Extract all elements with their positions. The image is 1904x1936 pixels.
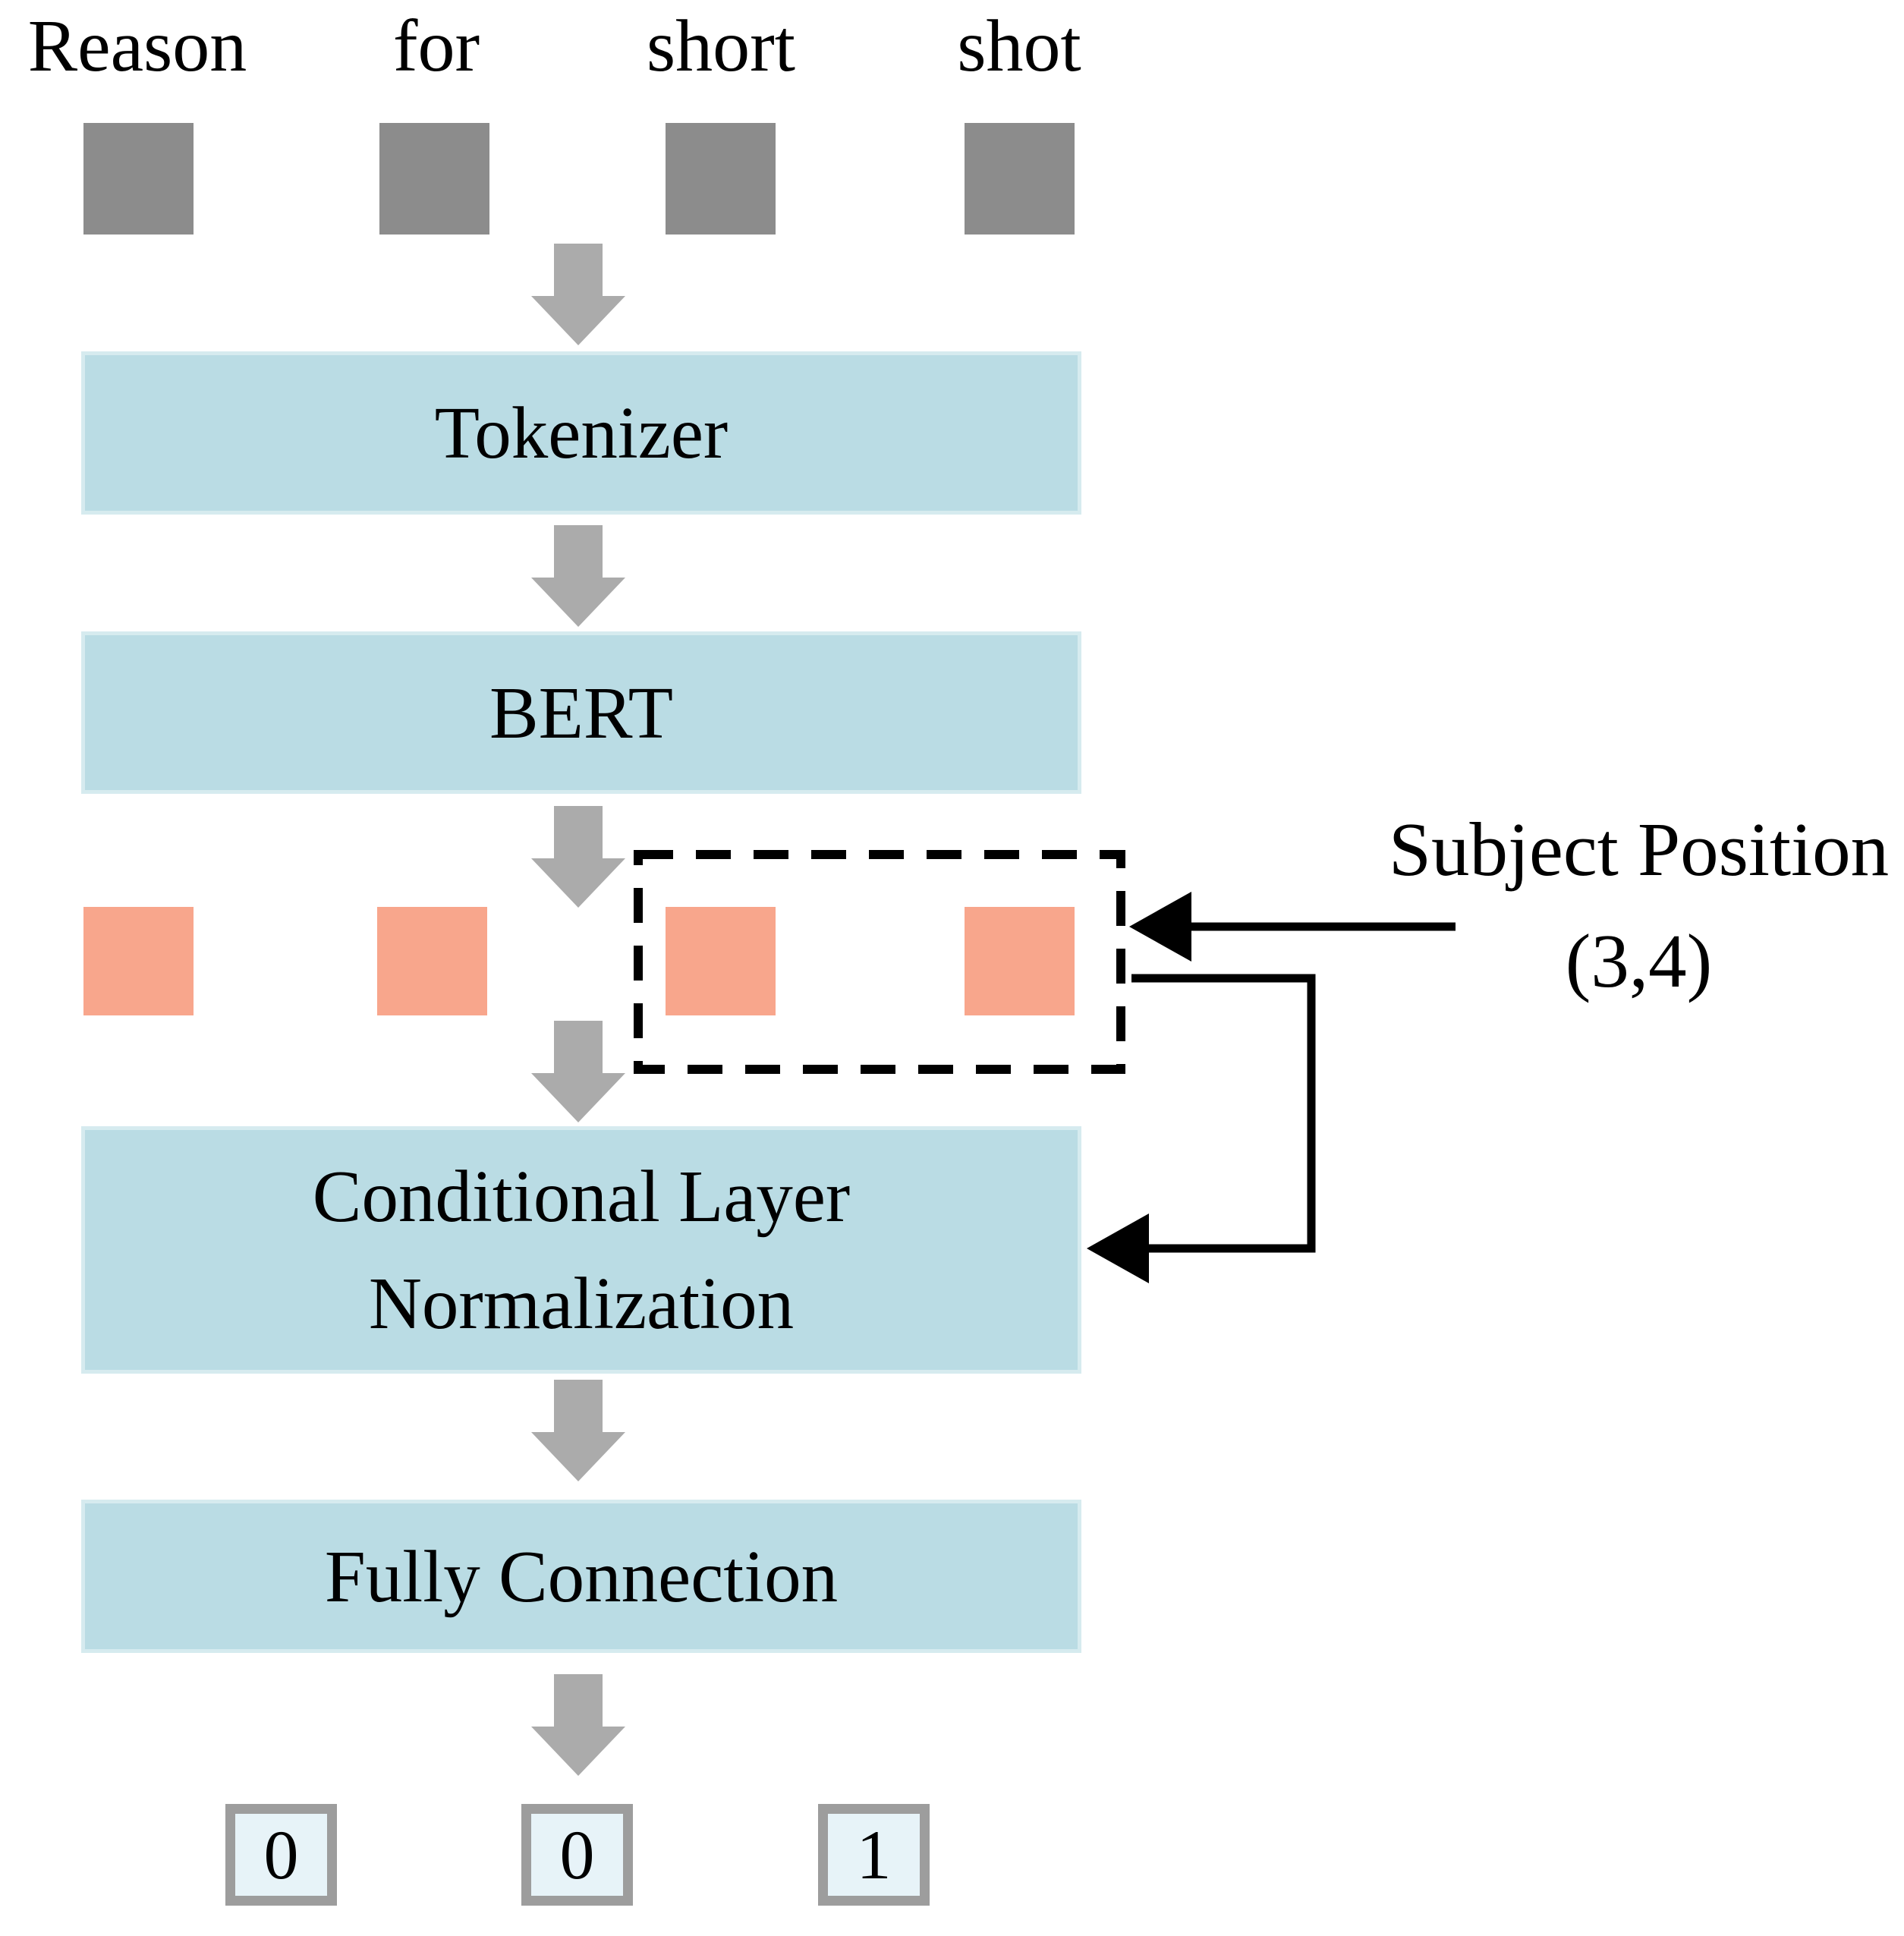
output-box: 1 <box>818 1804 930 1906</box>
arrowhead-left-icon <box>1087 1214 1149 1283</box>
embedding-square <box>965 907 1075 1015</box>
flow-arrow-down <box>531 806 625 908</box>
token-square <box>379 123 489 235</box>
arrow-head <box>531 1727 625 1776</box>
embedding-square <box>377 907 487 1015</box>
flow-arrow-down <box>531 1380 625 1481</box>
embedding-square <box>666 907 776 1015</box>
arrow-head <box>531 858 625 908</box>
tokenizer-box: Tokenizer <box>81 351 1081 515</box>
token-square <box>965 123 1075 235</box>
flow-arrow-down <box>531 525 625 627</box>
flow-arrow-down <box>531 1674 625 1776</box>
subject-position-value: (3,4) <box>1565 918 1713 1003</box>
output-box: 0 <box>521 1804 633 1906</box>
conditional-layer-normalization-box: Conditional Layer Normalization <box>81 1126 1081 1374</box>
flow-arrow-down <box>531 244 625 345</box>
arrow-shaft <box>554 1674 603 1727</box>
input-token-word: for <box>392 5 480 87</box>
arrow-shaft <box>554 525 603 578</box>
tokenizer-label: Tokenizer <box>434 392 729 474</box>
arrow-head <box>531 578 625 627</box>
token-square <box>666 123 776 235</box>
arrow-shaft <box>554 1380 603 1432</box>
output-value: 0 <box>559 1816 595 1894</box>
cln-label-line2: Normalization <box>368 1263 795 1344</box>
arrow-shaft <box>554 806 603 858</box>
arrow-shaft <box>554 1021 603 1073</box>
embedding-square <box>83 907 194 1015</box>
subject-position-title: Subject Position <box>1388 807 1890 892</box>
bert-label: BERT <box>489 672 674 754</box>
condition-feedback-arrow <box>1087 974 1316 1283</box>
arrow-head <box>531 1073 625 1122</box>
arrow-head <box>531 1432 625 1481</box>
subject-position-annotation: Subject Position (3,4) <box>1374 794 1904 1017</box>
output-value: 0 <box>263 1816 299 1894</box>
input-token-word: shot <box>957 5 1081 87</box>
fully-connection-label: Fully Connection <box>324 1535 839 1617</box>
token-square <box>83 123 194 235</box>
arrow-head <box>531 296 625 345</box>
flow-arrow-down <box>531 1021 625 1122</box>
arrowhead-left-icon <box>1129 892 1191 962</box>
input-token-word: short <box>647 5 795 87</box>
bert-box: BERT <box>81 631 1081 794</box>
output-box: 0 <box>225 1804 337 1906</box>
cln-label-line1: Conditional Layer <box>312 1156 851 1237</box>
fully-connection-box: Fully Connection <box>81 1500 1081 1653</box>
input-token-word: Reason <box>27 5 247 87</box>
arrow-shaft <box>554 244 603 296</box>
output-value: 1 <box>856 1816 892 1894</box>
